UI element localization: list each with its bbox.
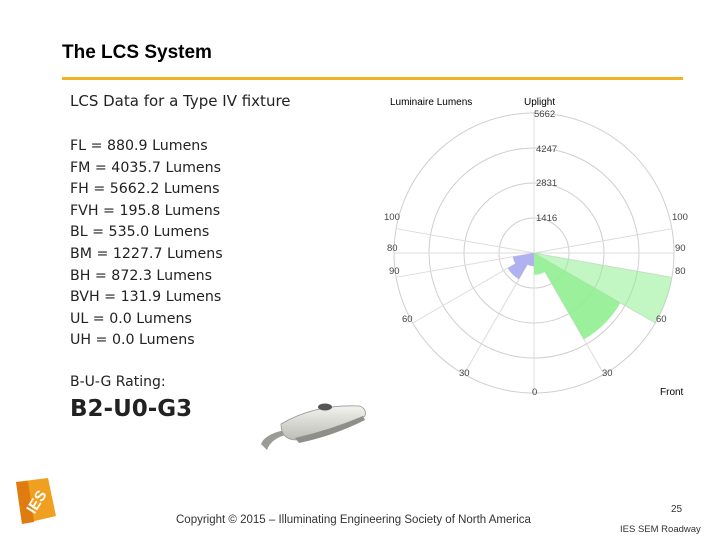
radial-tick-4247: 4247 xyxy=(536,144,557,155)
lcs-data-heading: LCS Data for a Type IV fixture xyxy=(70,92,291,110)
angle-label-left-100: 100 xyxy=(384,212,400,223)
luminaire-image xyxy=(261,403,366,450)
lumen-list: FL = 880.9 Lumens FM = 4035.7 Lumens FH … xyxy=(70,136,223,352)
wedge-bh xyxy=(512,253,534,264)
angle-label-right-80: 80 xyxy=(675,266,686,277)
uplight-label: Uplight xyxy=(524,97,555,108)
title-underline xyxy=(62,77,683,80)
wedge-fh xyxy=(534,253,672,324)
lumen-item-bm: BM = 1227.7 Lumens xyxy=(70,245,223,262)
radial-tick-2831: 2831 xyxy=(536,178,557,189)
wedge-bvh xyxy=(530,253,534,254)
wedge-fl xyxy=(534,253,545,275)
ies-logo: IES xyxy=(16,478,56,524)
polar-spoke-80-back xyxy=(396,252,535,278)
radial-tick-1416: 1416 xyxy=(536,213,557,224)
angle-label-right-30: 30 xyxy=(602,368,613,379)
lumen-item-fl: FL = 880.9 Lumens xyxy=(70,138,208,154)
polar-labels: Luminaire Lumens Uplight 5662 4247 2831 … xyxy=(384,97,688,398)
wedge-fm xyxy=(534,253,621,340)
angle-label-left-30: 30 xyxy=(459,368,470,379)
bug-rating-label: B-U-G Rating: xyxy=(70,374,166,390)
polar-spoke-80-front xyxy=(533,252,672,278)
chart-title: Luminaire Lumens xyxy=(390,97,472,108)
lumen-item-fh: FH = 5662.2 Lumens xyxy=(70,181,220,198)
lumen-item-bvh: BVH = 131.9 Lumens xyxy=(70,289,222,306)
polar-spoke-100-front xyxy=(533,228,672,254)
polar-spoke-60-back xyxy=(412,252,535,324)
lumen-item-ul: UL = 0.0 Lumens xyxy=(70,310,192,327)
angle-label-right-60: 60 xyxy=(656,314,667,325)
lumen-item-bl: BL = 535.0 Lumens xyxy=(70,224,210,241)
lumen-item-bh: BH = 872.3 Lumens xyxy=(70,267,213,284)
angle-label-right-100: 100 xyxy=(672,212,688,223)
angle-label-left-80: 80 xyxy=(387,243,398,254)
wedge-fvh xyxy=(534,253,539,254)
lumen-item-uh: UH = 0.0 Lumens xyxy=(70,332,195,349)
angle-label-right-90: 90 xyxy=(675,243,686,254)
angle-label-left-60: 60 xyxy=(402,314,413,325)
copyright-text: Copyright © 2015 – Illuminating Engineer… xyxy=(176,514,531,526)
wedge-bm xyxy=(507,253,534,280)
lumen-item-fm: FM = 4035.7 Lumens xyxy=(70,159,222,176)
angle-label-left-90: 90 xyxy=(389,266,400,277)
wedge-bl xyxy=(527,253,534,267)
slide-title: The LCS System xyxy=(62,42,212,63)
lumen-wedges xyxy=(507,253,672,340)
bug-rating-value: B2-U0-G3 xyxy=(70,396,193,422)
presentation-label: IES SEM Roadway xyxy=(620,524,701,535)
front-label: Front xyxy=(660,387,684,398)
radial-tick-5662: 5662 xyxy=(534,109,555,120)
lumen-item-fvh: FVH = 195.8 Lumens xyxy=(70,202,221,219)
lcs-polar-chart: Luminaire Lumens Uplight 5662 4247 2831 … xyxy=(384,97,688,398)
polar-spoke-100-back xyxy=(396,228,535,254)
page-number: 25 xyxy=(671,504,683,515)
angle-label-bottom-0: 0 xyxy=(532,387,537,398)
